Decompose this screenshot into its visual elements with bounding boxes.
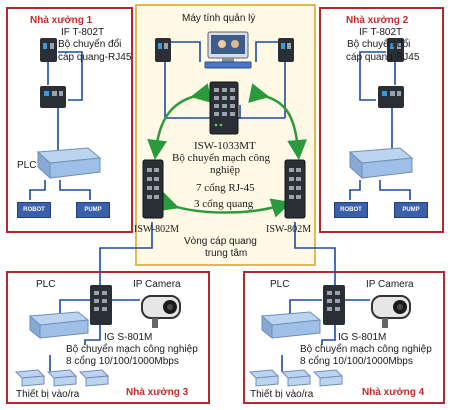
right-switch-icon bbox=[284, 159, 306, 219]
f4-switch-ports: 8 cổng 10/100/1000Mbps bbox=[300, 356, 413, 367]
f3-switch-ports: 8 cổng 10/100/1000Mbps bbox=[66, 356, 179, 367]
f1-converter-desc-1: Bộ chuyển đổi bbox=[58, 39, 122, 50]
factory-2-panel bbox=[319, 7, 444, 233]
fiber-ring bbox=[147, 83, 308, 218]
f2-robot-device: ROBOT bbox=[334, 202, 368, 218]
f1-plc-icon bbox=[36, 147, 102, 180]
f2-plc-icon bbox=[348, 147, 414, 180]
f1-converter-model: IF T-802T bbox=[61, 27, 105, 38]
main-switch-model: ISW-1033MT bbox=[194, 140, 256, 152]
left-switch-label: ISW-802M bbox=[134, 224, 179, 235]
f3-camera-icon bbox=[141, 295, 181, 328]
main-switch-ports-rj45: 7 cổng RJ-45 bbox=[196, 182, 255, 194]
f3-switch-desc: Bộ chuyển mạch công nghiệp bbox=[66, 344, 198, 355]
left-switch-icon bbox=[142, 159, 164, 219]
f2-converter-desc-2: cáp quang-RJ45 bbox=[346, 52, 420, 63]
f1-converter-bottom-icon bbox=[40, 86, 66, 108]
main-switch-ports-fiber: 3 cổng quang bbox=[194, 198, 254, 210]
f3-camera-label: IP Camera bbox=[133, 279, 181, 290]
f4-io-label: Thiết bị vào/ra bbox=[250, 389, 314, 400]
factory-1-title: Nhà xưởng 1 bbox=[30, 15, 93, 26]
f2-converter-desc-1: Bộ chuyển đổi bbox=[347, 39, 411, 50]
factory-1-panel bbox=[6, 7, 133, 233]
f4-switch-desc: Bộ chuyển mạch công nghiệp bbox=[300, 344, 432, 355]
f3-switch-model: IG S-801M bbox=[104, 332, 153, 343]
f3-plc-icon bbox=[28, 311, 90, 340]
f1-robot-device: ROBOT bbox=[17, 202, 51, 218]
factory-3-title: Nhà xưởng 3 bbox=[126, 387, 189, 398]
ring-label-2: trung tâm bbox=[205, 248, 248, 259]
f2-converter-top-icon bbox=[387, 38, 404, 62]
center-right-converter-icon bbox=[278, 38, 294, 62]
f4-camera-icon bbox=[371, 295, 411, 328]
f3-plc-label: PLC bbox=[36, 279, 56, 290]
f1-plc-label: PLC bbox=[17, 160, 37, 171]
center-left-converter-icon bbox=[155, 38, 171, 62]
main-switch-desc-2: nghiệp bbox=[210, 164, 240, 176]
factory-4-title: Nhà xưởng 4 bbox=[362, 387, 425, 398]
center-title: Máy tính quản lý bbox=[182, 13, 256, 24]
main-switch-desc-1: Bộ chuyển mạch công bbox=[172, 152, 271, 164]
f4-camera-label: IP Camera bbox=[366, 279, 414, 290]
f4-plc-icon bbox=[260, 311, 322, 340]
f1-converter-desc-2: cáp quang-RJ45 bbox=[58, 52, 132, 63]
f1-pump-device: PUMP bbox=[76, 202, 110, 218]
f4-io-devices-icon bbox=[248, 369, 344, 387]
f4-plc-label: PLC bbox=[270, 279, 290, 290]
computer-icon bbox=[204, 31, 252, 69]
f3-io-label: Thiết bị vào/ra bbox=[16, 389, 80, 400]
f2-pump-device: PUMP bbox=[394, 202, 428, 218]
main-switch-icon bbox=[209, 81, 239, 135]
f4-switch-model: IG S-801M bbox=[338, 332, 387, 343]
f4-switch-icon bbox=[323, 285, 345, 325]
f1-converter-top-icon bbox=[40, 38, 57, 62]
right-switch-label: ISW-802M bbox=[266, 224, 311, 235]
ring-label-1: Vòng cáp quang bbox=[184, 236, 257, 247]
factory-2-title: Nhà xưởng 2 bbox=[346, 15, 409, 26]
f3-switch-icon bbox=[90, 285, 112, 325]
f2-converter-bottom-icon bbox=[378, 86, 404, 108]
f3-io-devices-icon bbox=[14, 369, 110, 387]
f2-converter-model: IF T-802T bbox=[359, 27, 403, 38]
